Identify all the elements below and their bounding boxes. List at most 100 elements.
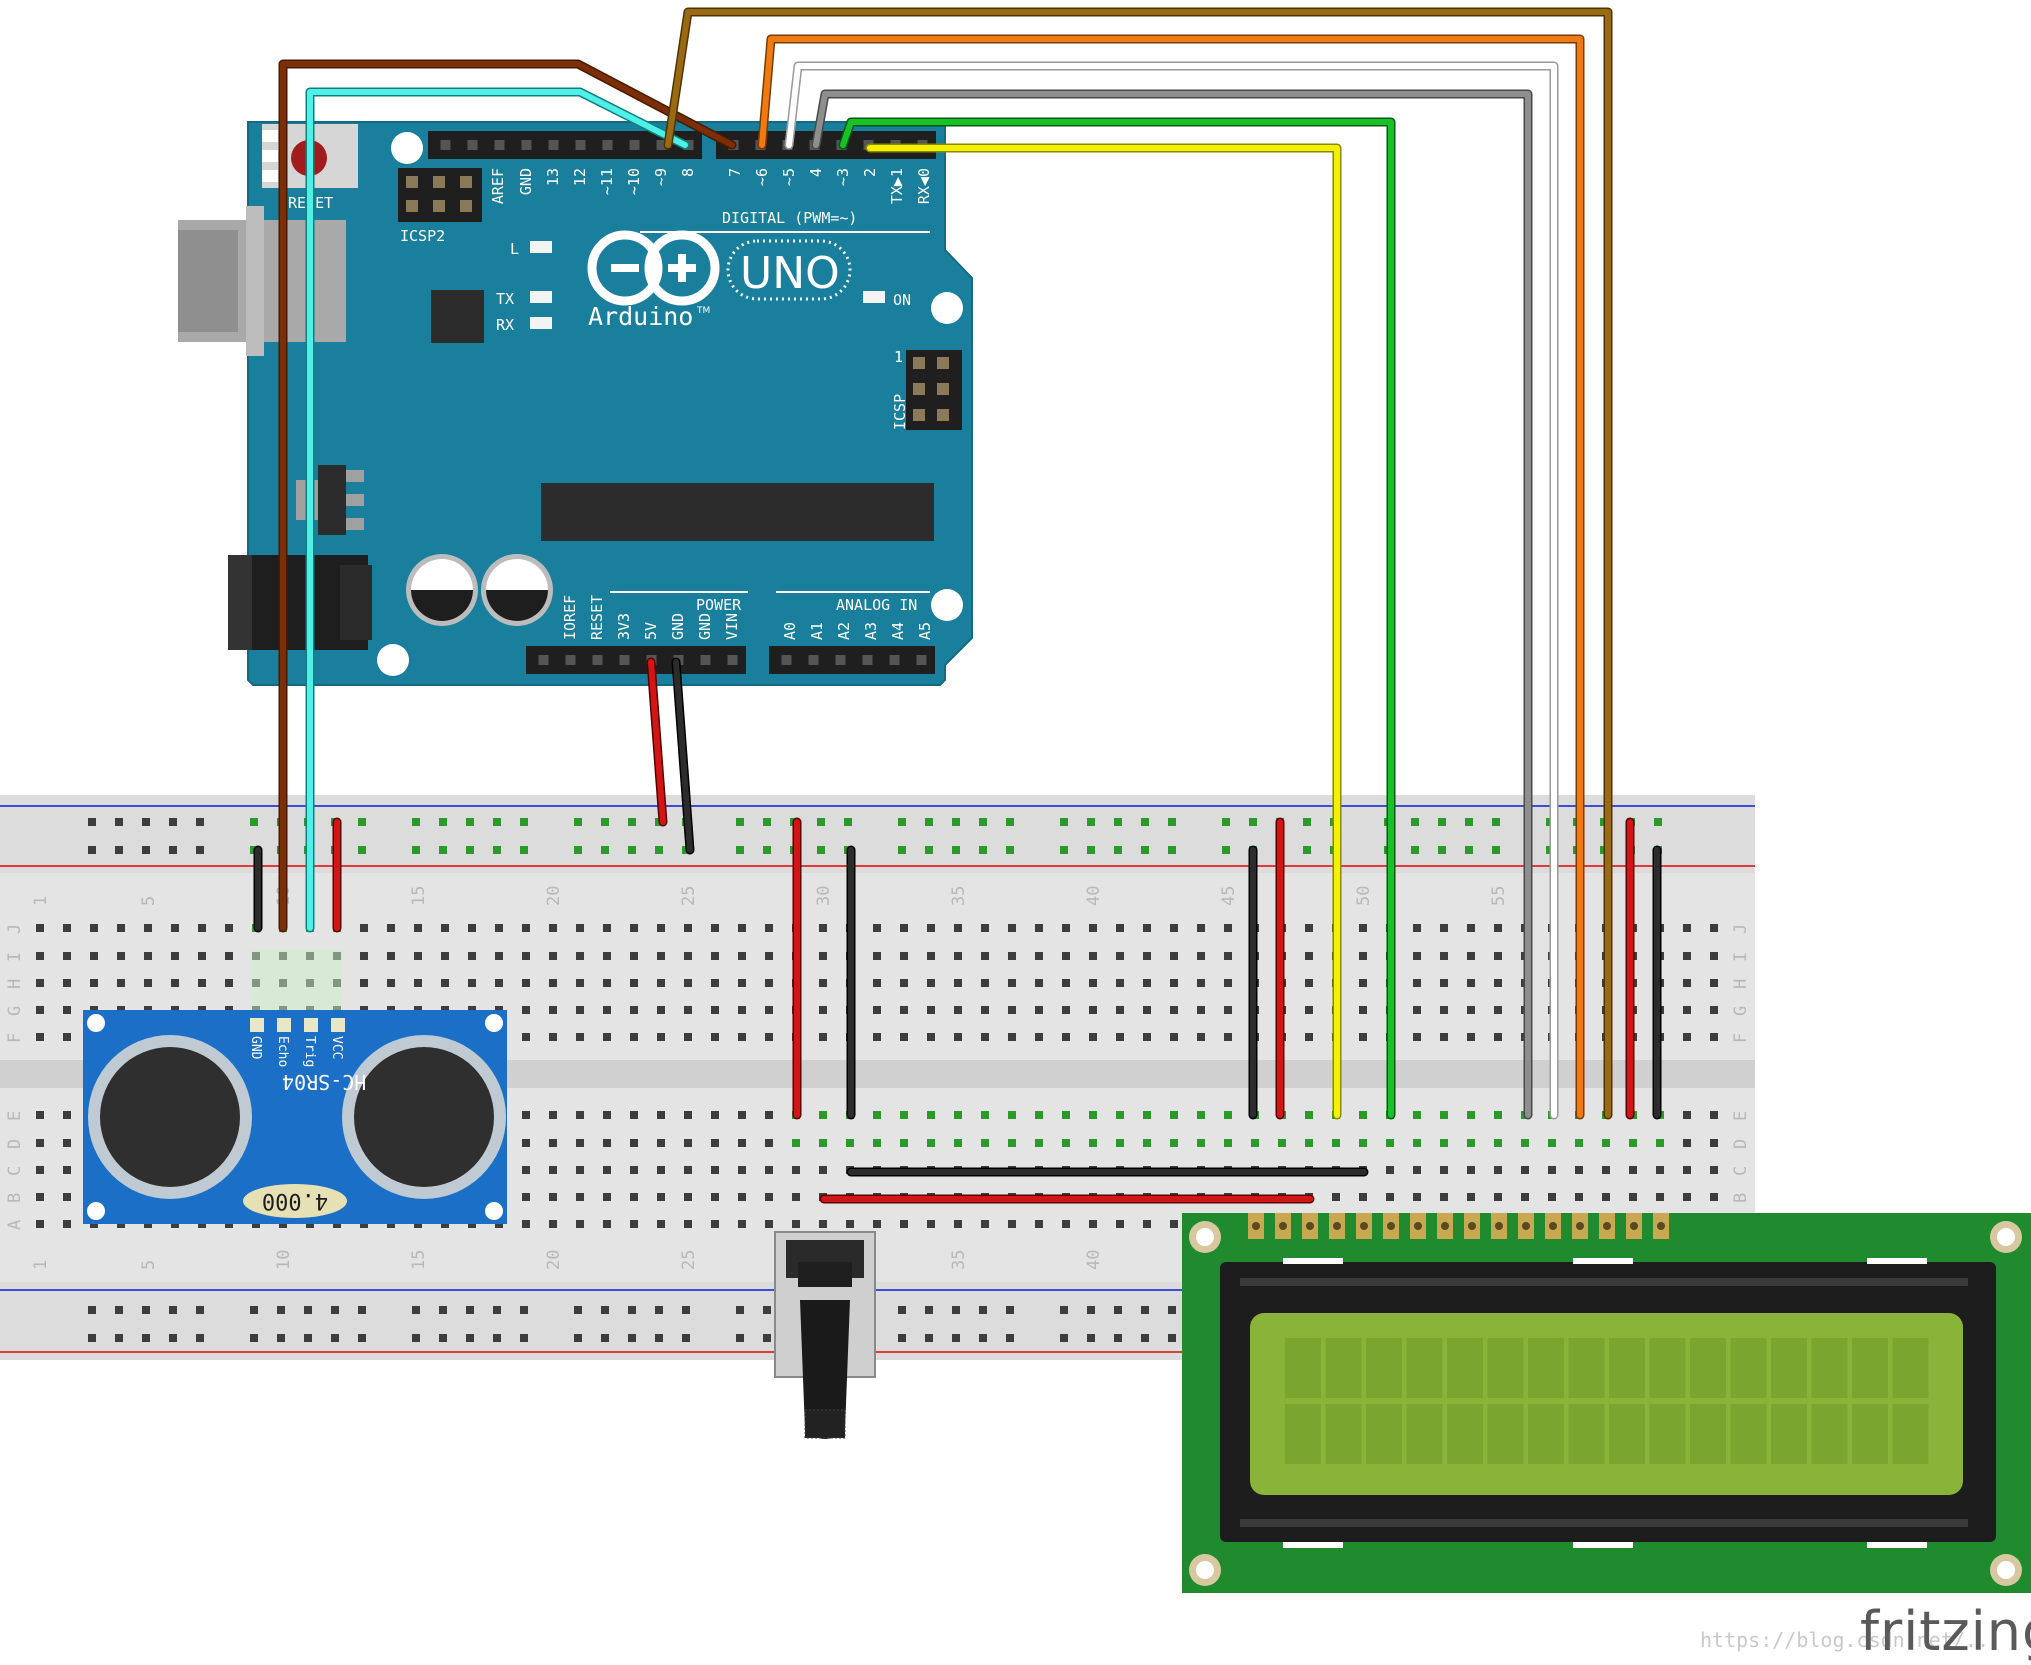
header-pin[interactable] [619, 655, 630, 665]
breadboard-hole [142, 818, 150, 826]
breadboard-hole [196, 1334, 204, 1342]
breadboard-hole [1224, 1033, 1232, 1041]
breadboard-hole [360, 952, 368, 960]
breadboard-hole [765, 1166, 773, 1174]
breadboard-hole [1224, 1139, 1232, 1147]
header-pin[interactable] [406, 176, 418, 188]
breadboard-hole [277, 1306, 285, 1314]
breadboard-hole [36, 1220, 44, 1228]
breadboard-hole [117, 952, 125, 960]
header-pin[interactable] [916, 655, 927, 665]
header-pin[interactable] [521, 140, 532, 150]
header-pin[interactable] [937, 383, 949, 395]
header-pin[interactable] [835, 655, 846, 665]
breadboard-hole [898, 818, 906, 826]
breadboard-hole [1035, 1139, 1043, 1147]
lcd-cell [1366, 1338, 1402, 1398]
arduino-uno-board: RESET ICSP2 ICSP 1 L TX RX ON UNO Arduin [178, 121, 973, 686]
header-pin[interactable] [460, 176, 472, 188]
header-pin[interactable] [494, 140, 505, 150]
header-pin[interactable] [602, 140, 613, 150]
breadboard-hole [1114, 1334, 1122, 1342]
breadboard-hole [1008, 1033, 1016, 1041]
header-pin[interactable] [629, 140, 640, 150]
breadboard-hole [952, 1306, 960, 1314]
digital-pin-label: ~3 [834, 168, 852, 186]
breadboard-hole [711, 1220, 719, 1228]
row-letter: I [1731, 952, 1751, 962]
header-pin[interactable] [937, 357, 949, 369]
potentiometer-knob[interactable] [800, 1300, 850, 1439]
column-number: 15 [409, 886, 429, 906]
header-pin[interactable] [433, 176, 445, 188]
breadboard-hole [765, 1220, 773, 1228]
breadboard-hole [1521, 1139, 1529, 1147]
breadboard-hole [360, 924, 368, 932]
power-pin-label: GND [669, 613, 687, 640]
breadboard-hole [277, 1334, 285, 1342]
header-pin[interactable] [548, 140, 559, 150]
breadboard-hole [63, 1111, 71, 1119]
breadboard-hole [576, 1193, 584, 1201]
header-pin[interactable] [727, 655, 738, 665]
breadboard-hole [412, 1306, 420, 1314]
header-pin[interactable] [467, 140, 478, 150]
lcd-cell [1609, 1404, 1645, 1464]
column-number: 20 [544, 1250, 564, 1270]
breadboard-hole [36, 1139, 44, 1147]
breadboard-hole [1008, 1139, 1016, 1147]
led-l-label: L [510, 240, 519, 258]
header-pin[interactable] [460, 200, 472, 212]
header-pin[interactable] [406, 200, 418, 212]
breadboard-hole [1087, 818, 1095, 826]
breadboard-hole [738, 1139, 746, 1147]
header-pin[interactable] [913, 383, 925, 395]
breadboard-hole [169, 818, 177, 826]
header-pin[interactable] [440, 140, 451, 150]
header-pin[interactable] [889, 655, 900, 665]
header-pin[interactable] [913, 409, 925, 421]
breadboard-hole [144, 924, 152, 932]
breadboard-hole [738, 979, 746, 987]
header-pin[interactable] [700, 655, 711, 665]
digital-pin-label: 7 [726, 168, 744, 177]
breadboard-hole [738, 1193, 746, 1201]
breadboard-hole [1305, 1111, 1313, 1119]
header-pin[interactable] [656, 140, 667, 150]
breadboard-hole [603, 1006, 611, 1014]
breadboard-hole [628, 846, 636, 854]
breadboard-hole [1197, 1006, 1205, 1014]
breadboard-hole [1116, 952, 1124, 960]
led-tx-label: TX [496, 290, 514, 308]
breadboard-hole [846, 1220, 854, 1228]
row-letter: D [1731, 1139, 1751, 1149]
header-pin[interactable] [781, 655, 792, 665]
column-number: 25 [679, 886, 699, 906]
header-pin[interactable] [433, 200, 445, 212]
icsp2-label: ICSP2 [400, 227, 445, 245]
breadboard-hole [520, 818, 528, 826]
breadboard-hole [630, 1139, 638, 1147]
breadboard-hole [1710, 1006, 1718, 1014]
power-label: POWER [696, 596, 742, 614]
row-letter: I [5, 952, 25, 962]
header-pin[interactable] [538, 655, 549, 665]
breadboard-hole [873, 1033, 881, 1041]
breadboard-hole [169, 846, 177, 854]
breadboard-hole [657, 1166, 665, 1174]
fritzing-logo: fritzing [1860, 1600, 2031, 1663]
breadboard-hole [1494, 1033, 1502, 1041]
breadboard-hole [196, 846, 204, 854]
header-pin[interactable] [565, 655, 576, 665]
header-pin[interactable] [808, 655, 819, 665]
breadboard-hole [925, 846, 933, 854]
header-pin[interactable] [575, 140, 586, 150]
breadboard-hole [441, 952, 449, 960]
breadboard-hole [1602, 1166, 1610, 1174]
breadboard-hole [630, 1166, 638, 1174]
header-pin[interactable] [937, 409, 949, 421]
header-pin[interactable] [592, 655, 603, 665]
header-pin[interactable] [913, 357, 925, 369]
header-pin[interactable] [862, 655, 873, 665]
breadboard-hole [1089, 1033, 1097, 1041]
